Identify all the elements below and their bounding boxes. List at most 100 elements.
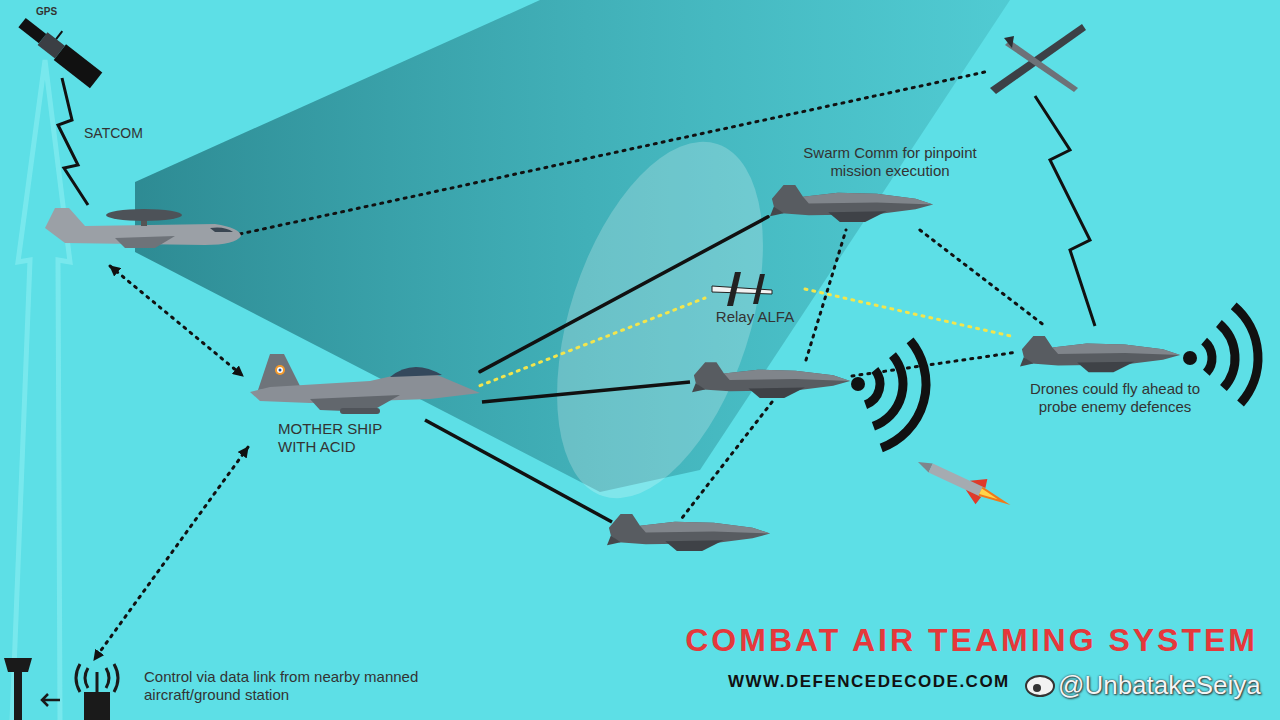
drone-node: Swarm Comm for pinpoint mission executio… (768, 142, 1013, 230)
link-lines (425, 420, 612, 522)
loyal-wingman-drone (1020, 336, 1180, 372)
link-lines (110, 72, 1018, 522)
ground-station (96, 672, 99, 692)
signal-arc (881, 340, 926, 448)
control-link (480, 217, 768, 372)
watermark-logo (1026, 676, 1054, 696)
diagram-title: COMBAT AIR TEAMING SYSTEM (685, 622, 1258, 659)
signal-dot (1183, 351, 1197, 365)
relay-node: Relay ALFA (705, 268, 805, 328)
relay-link (805, 289, 1015, 337)
high-altitude-uav (1005, 40, 1078, 92)
relay-drone (712, 286, 772, 294)
gps-satellite (18, 18, 46, 43)
loyal-wingman-drone (607, 185, 1180, 551)
node-label: GPS (36, 6, 96, 18)
watermark: @UnbatakeSeiya (1058, 670, 1261, 701)
node-text-box: Control via data link from nearby manned… (124, 660, 462, 706)
high-altitude-uav (990, 24, 1086, 94)
node-label: Drones could fly ahead to probe enemy de… (1017, 380, 1213, 416)
node-text-box: MOTHER SHIP WITH ACID (278, 418, 408, 458)
missile (912, 449, 1016, 517)
ground-station (76, 664, 118, 692)
icon-space (1015, 326, 1215, 378)
data-link (94, 447, 248, 660)
relay-drone (727, 272, 741, 306)
signal-arc (873, 355, 903, 426)
link-label: SATCOM (84, 125, 143, 141)
control-tower (4, 658, 32, 672)
gps-satellite (54, 44, 103, 88)
mother-ship-jet (390, 367, 442, 377)
awacs-aircraft (115, 236, 175, 248)
relay-drone (712, 272, 772, 306)
satellite-node: GPS (8, 4, 108, 78)
gps-satellite (16, 8, 107, 88)
mother-ship-node: MOTHER SHIP WITH ACID (248, 350, 480, 458)
icon-space (768, 182, 1013, 230)
radio-bolt (58, 78, 88, 205)
control-tower (42, 694, 60, 706)
mother-ship-jet (275, 365, 285, 375)
loyal-wingman-drone (607, 514, 770, 551)
ground-station (76, 664, 118, 720)
node-text-box: Swarm Comm for pinpoint mission executio… (784, 142, 996, 182)
missile (979, 488, 999, 501)
mother-ship-jet (279, 369, 282, 372)
signal-dot (851, 377, 865, 391)
icon-space (62, 660, 124, 716)
drone-node: Drones could fly ahead to probe enemy de… (1015, 326, 1215, 418)
icon-space (8, 20, 108, 78)
watermark-logo (1026, 676, 1054, 696)
awacs-aircraft (210, 228, 233, 233)
signal-arc (1219, 324, 1235, 389)
node-label: MOTHER SHIP WITH ACID (278, 420, 408, 456)
swarm-link (920, 230, 1045, 326)
loyal-wingman-drone (692, 362, 850, 398)
link-lines (806, 230, 846, 360)
control-tower (4, 658, 60, 720)
link-lines (110, 266, 243, 376)
high-altitude-uav (990, 24, 1086, 94)
missile (929, 463, 983, 495)
high-altitude-uav (1004, 36, 1014, 48)
signal-arc (1204, 341, 1212, 373)
mother-ship-jet (250, 354, 480, 414)
relay-drone (753, 274, 765, 304)
radio-bolt (58, 78, 1095, 326)
missile (978, 487, 1012, 510)
node-label: Control via data link from nearby manned… (144, 668, 462, 704)
website-label: WWW.DEFENCEDECODE.COM (728, 672, 1010, 692)
relay-link (480, 298, 705, 386)
mother-ship-jet (258, 354, 300, 390)
radar-beam (135, 0, 1010, 524)
node-text-box: Relay ALFA (705, 306, 805, 328)
icon-space (705, 268, 805, 306)
ground-station (84, 692, 110, 720)
mother-ship-jet (340, 408, 380, 414)
node-label: Swarm Comm for pinpoint mission executio… (784, 144, 996, 180)
link-lines (682, 402, 772, 518)
signal-arc (866, 370, 880, 405)
watermark-logo (1033, 684, 1041, 692)
loyal-wingman-drone (770, 185, 933, 222)
node-text-box: GPS (36, 4, 96, 20)
background-arrow (12, 60, 70, 720)
gps-satellite (56, 31, 62, 39)
signal-arc (1234, 306, 1258, 404)
awacs-aircraft (106, 209, 182, 221)
radio-bolt (1035, 96, 1095, 326)
mother-ship-jet (277, 367, 283, 373)
link-lines (482, 382, 690, 402)
awacs-aircraft (45, 208, 241, 248)
node-label: Relay ALFA (705, 308, 805, 326)
control-tower (14, 672, 22, 720)
ground-station-node: Control via data link from nearby manned… (62, 660, 462, 716)
background-arrow (12, 60, 70, 720)
node-text-box: Drones could fly ahead to probe enemy de… (1017, 378, 1213, 418)
icon-space (248, 350, 480, 418)
